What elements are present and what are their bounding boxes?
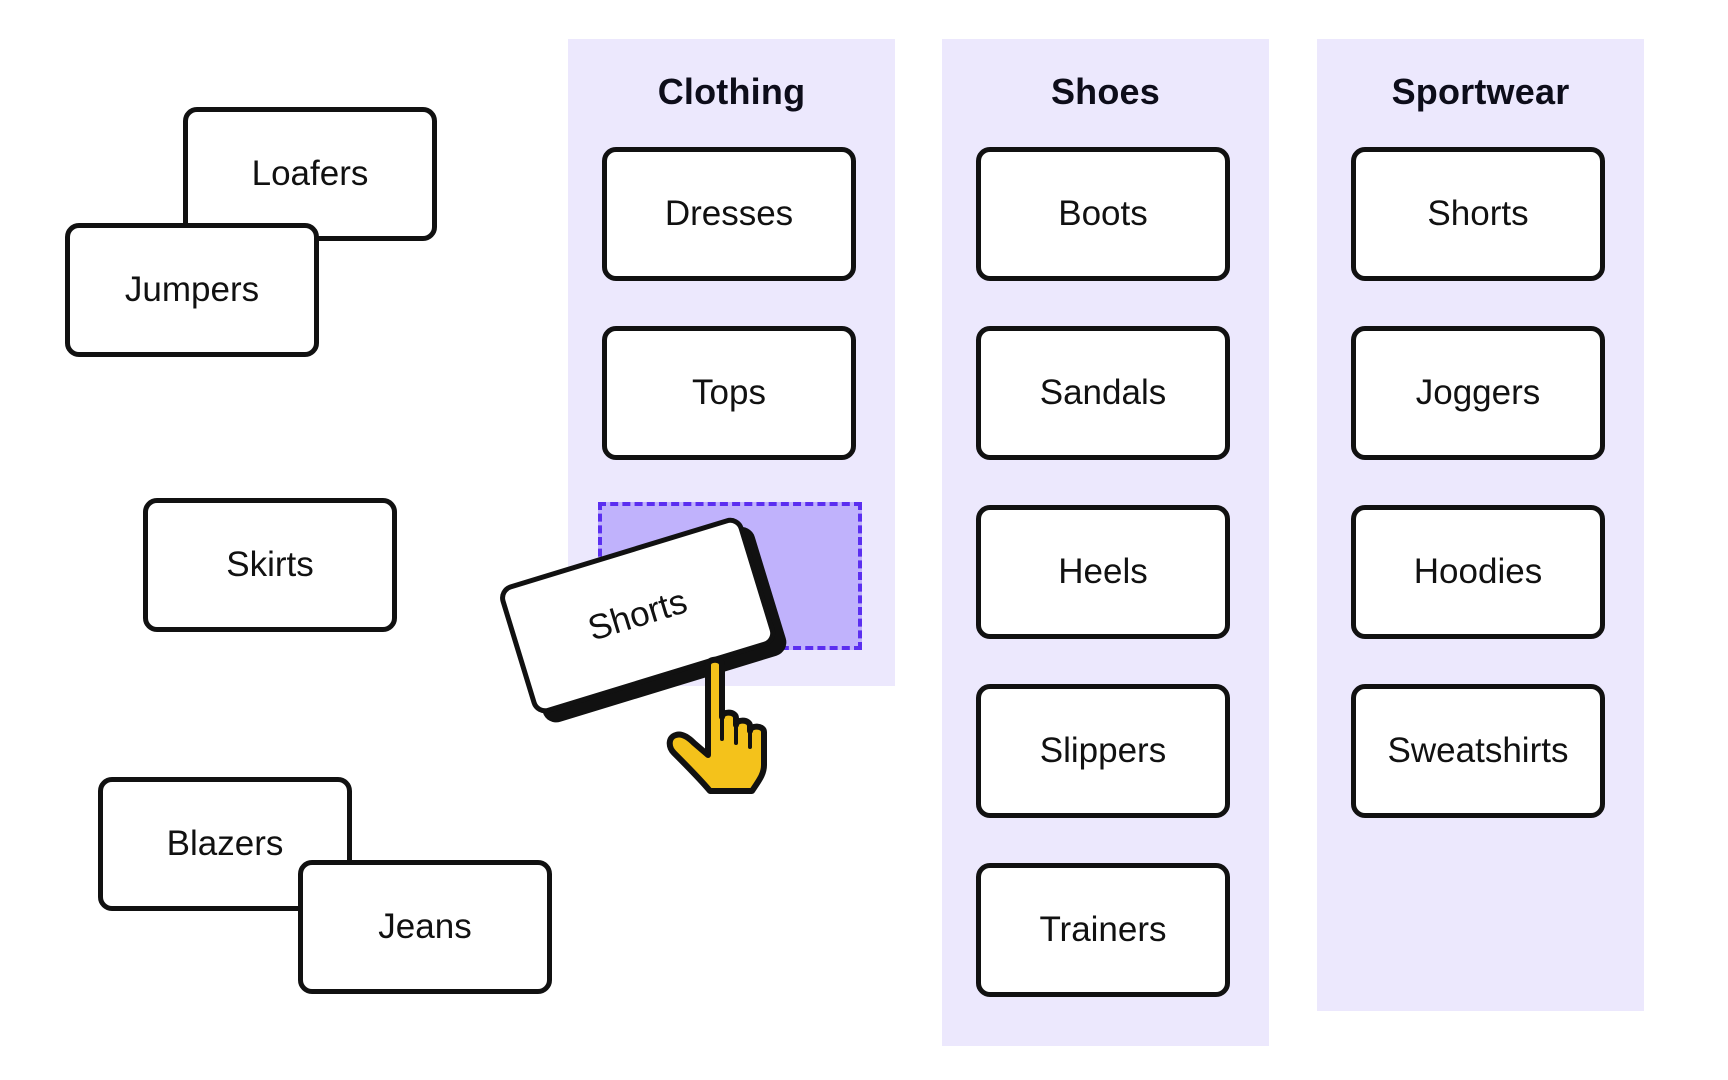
- card-loafers[interactable]: Loafers: [183, 107, 437, 241]
- hand-pointer-icon: [666, 656, 767, 794]
- card-joggers[interactable]: Joggers: [1351, 326, 1605, 460]
- card-jeans[interactable]: Jeans: [298, 860, 552, 994]
- card-skirts[interactable]: Skirts: [143, 498, 397, 632]
- card-sweatshirts[interactable]: Sweatshirts: [1351, 684, 1605, 818]
- column-title-sportwear: Sportwear: [1391, 71, 1570, 112]
- card-sandals[interactable]: Sandals: [976, 326, 1230, 460]
- card-boots[interactable]: Boots: [976, 147, 1230, 281]
- column-title-clothing: Clothing: [657, 71, 806, 112]
- card-dresses[interactable]: Dresses: [602, 147, 856, 281]
- card-hoodies[interactable]: Hoodies: [1351, 505, 1605, 639]
- column-shoes[interactable]: Shoes Boots Sandals Heels Slippers Train…: [942, 39, 1269, 1046]
- card-slippers[interactable]: Slippers: [976, 684, 1230, 818]
- card-shorts[interactable]: Shorts: [1351, 147, 1605, 281]
- card-heels[interactable]: Heels: [976, 505, 1230, 639]
- card-trainers[interactable]: Trainers: [976, 863, 1230, 997]
- column-sportwear[interactable]: Sportwear Shorts Joggers Hoodies Sweatsh…: [1317, 39, 1644, 1011]
- card-jumpers[interactable]: Jumpers: [65, 223, 319, 357]
- card-blazers[interactable]: Blazers: [98, 777, 352, 911]
- column-title-shoes: Shoes: [1050, 71, 1161, 112]
- card-tops[interactable]: Tops: [602, 326, 856, 460]
